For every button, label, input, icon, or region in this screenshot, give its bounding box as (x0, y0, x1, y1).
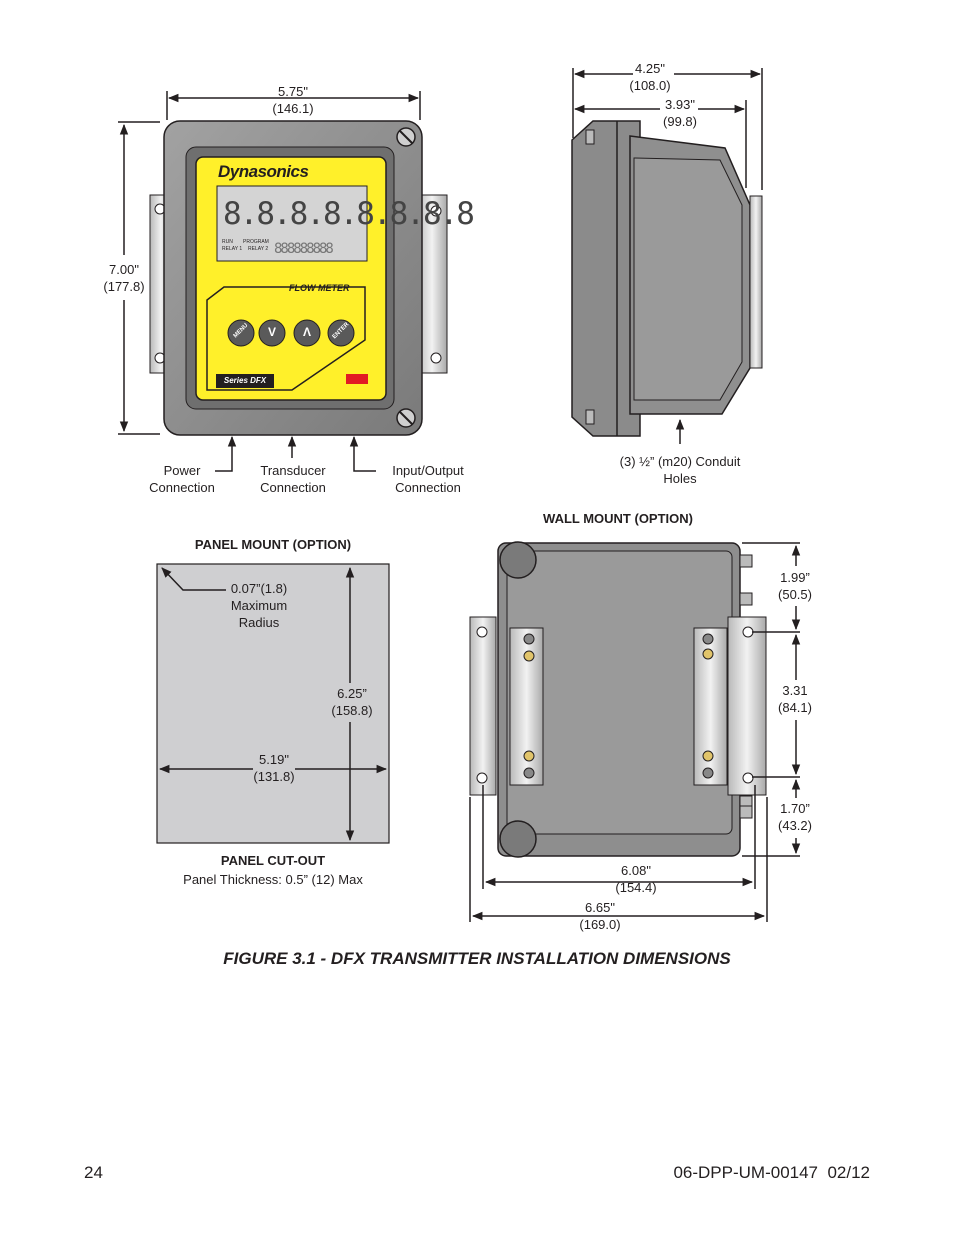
depth2-dimension-label: 3.93"(99.8) (663, 97, 697, 129)
wall-dim-mid-label: 3.31(84.1) (778, 683, 812, 715)
wall-dim-bot-label: 1.70”(43.2) (778, 801, 812, 833)
wall-width-inner-label: 6.08"(154.4) (615, 863, 657, 895)
height-dimension-label: 7.00"(177.8) (103, 262, 145, 294)
panel-thickness-label: Panel Thickness: 0.5” (12) Max (183, 872, 363, 887)
series-label: Series DFX (223, 376, 267, 385)
wall-width-outer-label: 6.65"(169.0) (579, 900, 621, 932)
conduit-fitting (749, 195, 763, 369)
down-key[interactable] (258, 319, 286, 347)
right-wall-bracket (727, 616, 767, 796)
series-badge (216, 374, 274, 388)
panel-cutout-title: PANEL CUT-OUT (220, 853, 326, 868)
panel-mount-title: PANEL MOUNT (OPTION) (194, 537, 352, 552)
figure-caption: FIGURE 3.1 - DFX TRANSMITTER INSTALLATIO… (223, 949, 731, 968)
wall-mount-title: WALL MOUNT (OPTION) (543, 511, 693, 526)
down-key-label: V (267, 325, 276, 339)
svg-text:888888888: 888888888 (274, 241, 333, 257)
lcd-program-label: PROGRAM (243, 239, 269, 245)
depth-dimension-label: 4.25"(108.0) (629, 61, 671, 93)
front-view: 8.8.8.8.8.8.8.8 888888888 (118, 91, 475, 472)
up-key[interactable] (293, 319, 321, 347)
enter-key[interactable] (327, 319, 355, 347)
document-id: 06-DPP-UM-00147 02/12 (673, 1163, 870, 1182)
lcd-relay2-label: RELAY 2 (248, 246, 269, 252)
up-key-label: Λ (302, 325, 311, 339)
panel-cutout (156, 563, 390, 844)
status-led (346, 374, 368, 384)
wall-dim-top-label: 1.99”(50.5) (778, 570, 812, 602)
lcd-digits: 8.8.8.8.8.8.8.8 (223, 196, 473, 232)
flow-meter-label: FLOW METER (289, 283, 350, 293)
brand-logo: Dynasonics (218, 162, 309, 181)
lcd-run-label: RUN (222, 239, 233, 245)
wall-mount-view (469, 541, 801, 922)
cutout-height-label: 6.25”(158.8) (331, 686, 373, 718)
lcd-display (216, 185, 368, 262)
menu-key[interactable] (227, 319, 255, 347)
page-number: 24 (84, 1163, 103, 1182)
side-view (571, 68, 763, 444)
lcd-relay1-label: RELAY 1 (222, 246, 243, 252)
width-dimension-label: 5.75"(146.1) (272, 84, 314, 116)
cutout-width-label: 5.19"(131.8) (253, 752, 295, 784)
left-wall-bracket (469, 616, 497, 796)
